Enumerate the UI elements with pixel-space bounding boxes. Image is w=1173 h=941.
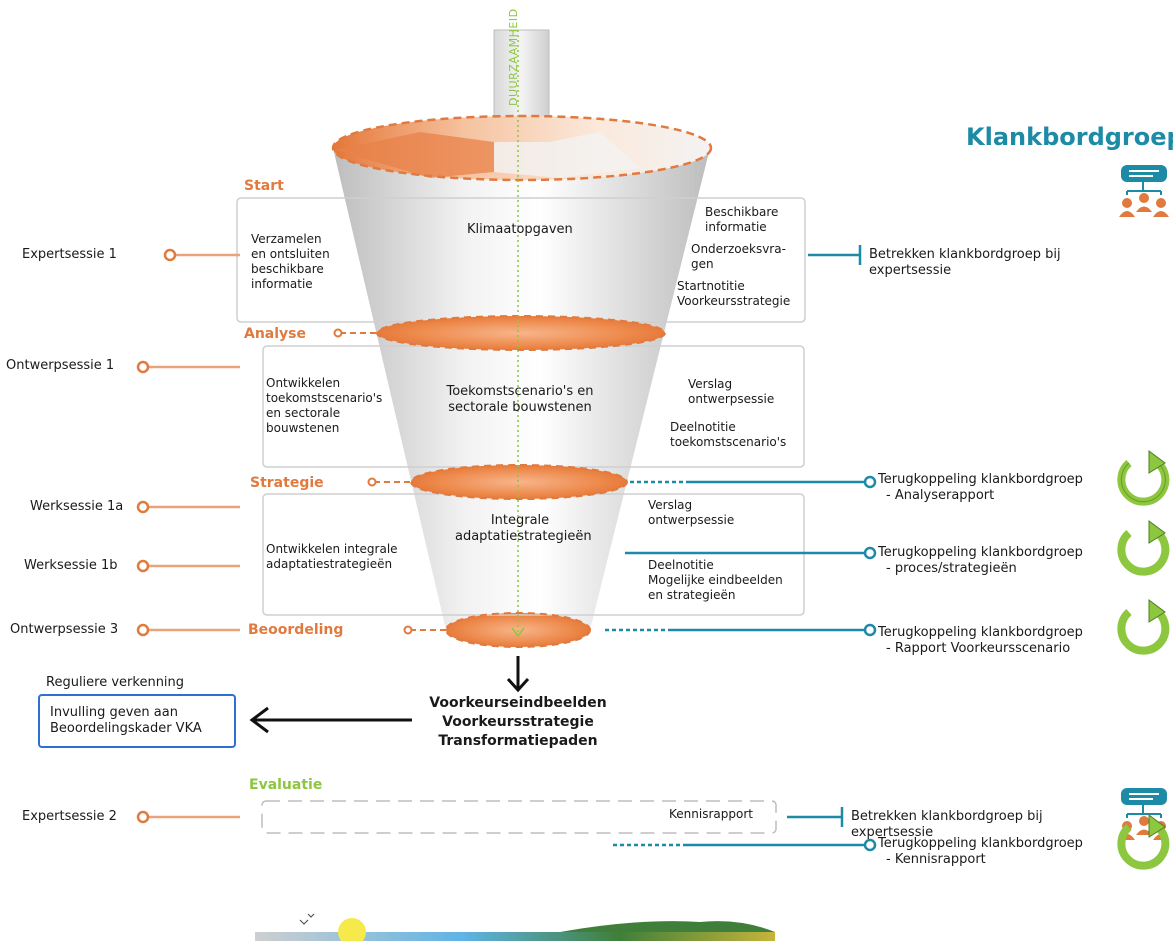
down-arrow	[506, 656, 530, 693]
session-expert-1: Expertsessie 1	[22, 247, 117, 262]
funnel-top-disc	[331, 114, 713, 182]
analyse-disc	[376, 315, 666, 351]
terugkoppeling-analyserapport: Terugkoppeling klankbordgroep- Analysera…	[878, 472, 1083, 503]
green-cycle-arrow-icon	[1117, 814, 1170, 870]
left-arrow	[249, 706, 412, 734]
funnel-cone	[333, 148, 710, 630]
analyse-right-text: Verslag ontwerpsessie Deelnotitie toekom…	[670, 377, 787, 449]
session-werk-1a: Werksessie 1a	[30, 499, 124, 514]
session-endpoints	[136, 248, 177, 824]
kennisrapport-label: Kennisrapport	[669, 807, 753, 821]
strategie-right-text: Verslag ontwerpsessie Deelnotitie Mogeli…	[648, 498, 783, 602]
reguliere-label: Reguliere verkenning	[46, 675, 185, 690]
klankbordgroep-title: Klankbordgroep	[966, 123, 1173, 151]
pillar-label: DUURZAAMHEID	[507, 8, 520, 106]
people-speech-icon	[1119, 165, 1169, 217]
phase-analyse: Analyse	[244, 326, 307, 342]
session-connectors	[148, 253, 240, 819]
start-center-title: Klimaatopgaven	[467, 222, 573, 237]
green-cycle-arrow-icon	[1117, 599, 1170, 655]
session-werk-1b: Werksessie 1b	[24, 558, 118, 573]
green-cycle-arrow-icon	[1117, 520, 1170, 576]
terugkoppeling-voorkeursscenario: Terugkoppeling klankbordgroep- Rapport V…	[878, 625, 1083, 656]
phase-pointers	[340, 332, 446, 631]
phase-evaluatie: Evaluatie	[249, 777, 323, 793]
terugkoppeling-proces: Terugkoppeling klankbordgroep- proces/st…	[878, 545, 1083, 576]
phase-beoordeling: Beoordeling	[248, 622, 344, 638]
phase-start: Start	[244, 178, 284, 194]
session-ontwerp-1: Ontwerpsessie 1	[6, 358, 115, 373]
landscape-illustration	[255, 913, 775, 941]
start-right-text: Beschikbare informatie Onderzoeksvra- ge…	[677, 205, 791, 308]
session-expert-2: Expertsessie 2	[22, 809, 117, 824]
terugkoppeling-kennisrapport: Terugkoppeling klankbordgroep- Kennisrap…	[878, 836, 1083, 867]
klankbord-connectors	[605, 245, 866, 847]
session-ontwerp-3: Ontwerpsessie 3	[10, 622, 119, 637]
green-cycle-arrow-icon	[1117, 450, 1170, 506]
evaluatie-box	[261, 800, 777, 834]
strategie-disc	[410, 464, 628, 500]
phase-strategie: Strategie	[250, 475, 324, 491]
